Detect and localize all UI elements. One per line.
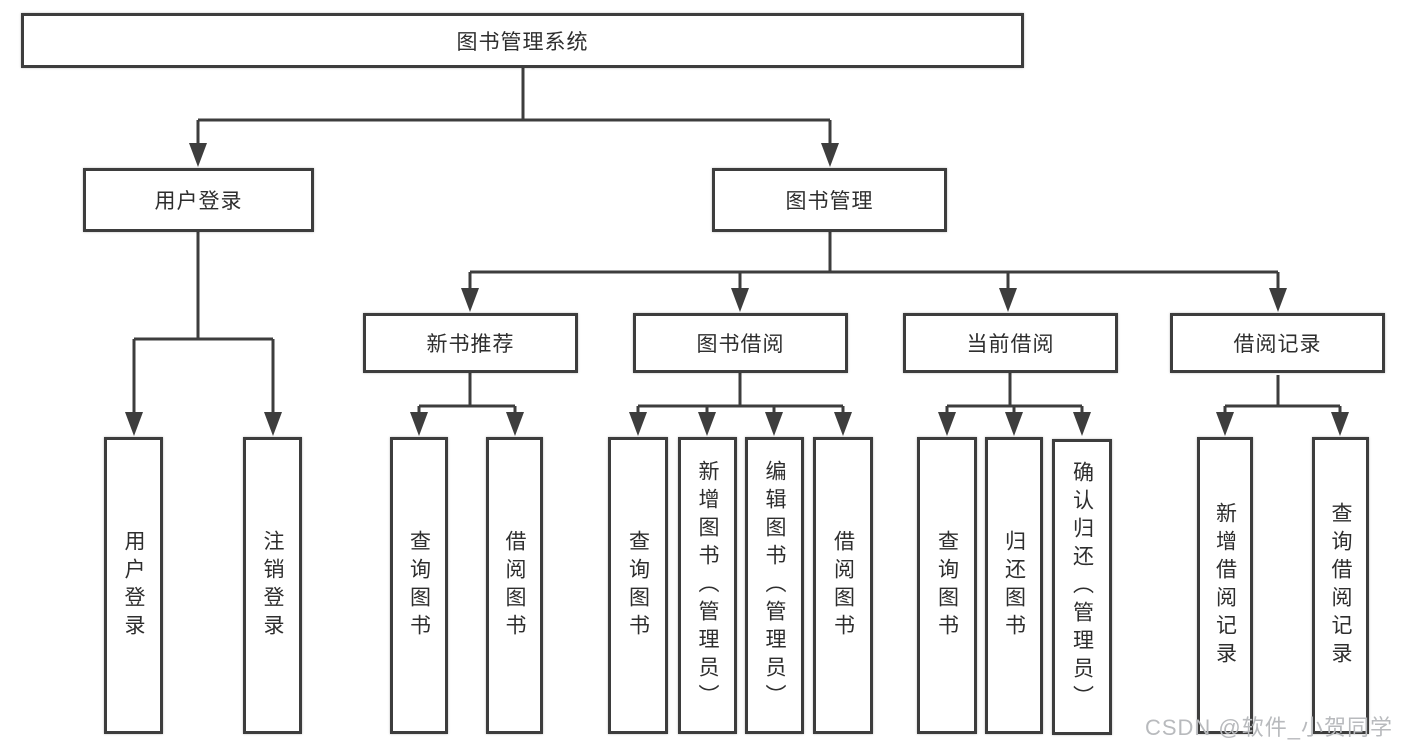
leaf-borrowing-add-books-admin: 新增图书（管理员） (678, 437, 737, 734)
leaf-recommend-borrow-books: 借阅图书 (486, 437, 543, 734)
csdn-watermark: CSDN @软件_小贺同学 (1144, 715, 1393, 740)
node-book-borrowing: 图书借阅 (633, 313, 848, 373)
leaf-borrowing-search-books: 查询图书 (608, 437, 668, 734)
leaf-borrowing-borrow-books: 借阅图书 (813, 437, 873, 734)
node-user-login: 用户登录 (83, 168, 314, 232)
node-new-book-recommendation: 新书推荐 (363, 313, 578, 373)
node-library-management-system: 图书管理系统 (21, 13, 1024, 68)
leaf-records-search-borrow-record: 查询借阅记录 (1312, 437, 1369, 734)
leaf-records-add-borrow-record: 新增借阅记录 (1197, 437, 1253, 734)
leaf-user-login: 用户登录 (104, 437, 163, 734)
leaf-current-search-books: 查询图书 (917, 437, 977, 734)
node-current-borrowing: 当前借阅 (903, 313, 1118, 373)
leaf-current-confirm-return-admin: 确认归还（管理员） (1052, 439, 1112, 735)
node-book-management: 图书管理 (712, 168, 947, 232)
leaf-current-return-books: 归还图书 (985, 437, 1043, 734)
leaf-logout: 注销登录 (243, 437, 302, 734)
node-borrowing-records: 借阅记录 (1170, 313, 1385, 373)
leaf-borrowing-edit-books-admin: 编辑图书（管理员） (745, 437, 804, 734)
leaf-recommend-search-books: 查询图书 (390, 437, 448, 734)
